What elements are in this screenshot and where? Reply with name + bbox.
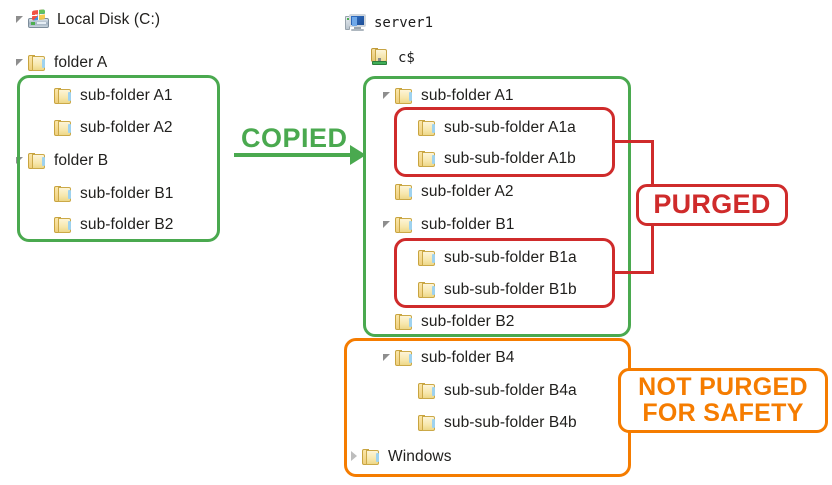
annotation-purged: PURGED <box>636 184 788 226</box>
tree-row-server1[interactable]: server1 <box>331 9 433 36</box>
folder-icon <box>28 54 47 72</box>
group-box-copied-source <box>17 75 220 242</box>
twisty-open-icon[interactable] <box>14 13 27 26</box>
tree-row-sub-folder-a2[interactable]: sub-folder A2 <box>40 114 173 141</box>
twisty-none-icon <box>356 51 369 64</box>
tree-label-r-sub-folder-a2: sub-folder A2 <box>421 182 514 200</box>
tree-row-r-windows[interactable]: Windows <box>348 443 452 470</box>
tree-row-folder-a[interactable]: folder A <box>14 49 107 76</box>
purged-connector-b1-vertical <box>651 224 654 274</box>
tree-label-r-sub-folder-b1: sub-folder B1 <box>421 215 515 233</box>
folder-icon <box>418 414 437 432</box>
tree-row-sub-folder-b1[interactable]: sub-folder B1 <box>40 180 174 207</box>
folder-icon <box>418 382 437 400</box>
tree-label-r-sub-sub-folder-b4b: sub-sub-folder B4b <box>444 413 577 431</box>
tree-label-sub-folder-b1: sub-folder B1 <box>80 184 174 202</box>
folder-icon <box>395 349 414 367</box>
tree-row-r-sub-folder-b1[interactable]: sub-folder B1 <box>381 211 515 238</box>
tree-row-r-sub-folder-a2[interactable]: sub-folder A2 <box>381 178 514 205</box>
copied-arrow-head-icon <box>350 145 366 165</box>
folder-icon <box>418 119 437 137</box>
folder-icon <box>28 152 47 170</box>
tree-row-r-sub-folder-b2[interactable]: sub-folder B2 <box>381 308 515 335</box>
tree-row-r-sub-folder-a1[interactable]: sub-folder A1 <box>381 82 514 109</box>
twisty-open-icon[interactable] <box>381 351 394 364</box>
group-box-not-purged <box>344 338 631 477</box>
purged-connector-a1-vertical <box>651 140 654 190</box>
tree-label-r-sub-sub-folder-a1a: sub-sub-folder A1a <box>444 118 576 136</box>
tree-label-r-sub-sub-folder-b1b: sub-sub-folder B1b <box>444 280 577 298</box>
tree-row-r-sub-sub-folder-a1a[interactable]: sub-sub-folder A1a <box>404 114 576 141</box>
tree-label-folder-b: folder B <box>54 151 109 169</box>
folder-icon <box>395 313 414 331</box>
folder-icon <box>418 249 437 267</box>
shared-folder-icon <box>370 47 391 68</box>
annotation-not-purged: NOT PURGED FOR SAFETY <box>618 368 828 433</box>
annotation-copied: COPIED <box>241 123 348 153</box>
tree-label-folder-a: folder A <box>54 53 108 71</box>
tree-row-r-sub-folder-b4[interactable]: sub-folder B4 <box>381 344 515 371</box>
tree-label-c-share: c$ <box>398 49 415 66</box>
tree-label-sub-folder-b2: sub-folder B2 <box>80 215 174 233</box>
tree-row-c-share[interactable]: c$ <box>356 44 415 71</box>
tree-label-r-sub-sub-folder-b1a: sub-sub-folder B1a <box>444 248 577 266</box>
folder-icon <box>418 150 437 168</box>
twisty-none-icon <box>331 16 344 29</box>
tree-label-r-windows: Windows <box>388 447 452 465</box>
purged-connector-b1-horizontal <box>612 271 654 274</box>
group-box-purged-a1 <box>394 107 615 177</box>
monitor-icon <box>345 13 367 32</box>
tree-label-r-sub-sub-folder-a1b: sub-sub-folder A1b <box>444 149 576 167</box>
tree-row-r-sub-sub-folder-b1b[interactable]: sub-sub-folder B1b <box>404 276 577 303</box>
tree-label-r-sub-sub-folder-b4a: sub-sub-folder B4a <box>444 381 577 399</box>
tree-row-r-sub-sub-folder-a1b[interactable]: sub-sub-folder A1b <box>404 145 576 172</box>
folder-icon <box>54 119 73 137</box>
folder-icon <box>54 185 73 203</box>
tree-label-local-disk: Local Disk (C:) <box>57 10 161 28</box>
folder-icon <box>362 448 381 466</box>
tree-label-server1: server1 <box>374 14 434 31</box>
tree-label-sub-folder-a1: sub-folder A1 <box>80 86 173 104</box>
purged-connector-a1-horizontal <box>612 140 654 143</box>
drive-icon <box>28 9 50 29</box>
tree-row-r-sub-sub-folder-b4b[interactable]: sub-sub-folder B4b <box>404 409 577 436</box>
twisty-open-icon[interactable] <box>14 56 27 69</box>
folder-icon <box>395 183 414 201</box>
folder-icon <box>54 216 73 234</box>
annotation-not-purged-line1: NOT PURGED <box>638 373 808 401</box>
tree-label-sub-folder-a2: sub-folder A2 <box>80 118 173 136</box>
tree-label-r-sub-folder-b2: sub-folder B2 <box>421 312 515 330</box>
folder-icon <box>395 87 414 105</box>
tree-row-r-sub-sub-folder-b4a[interactable]: sub-sub-folder B4a <box>404 377 577 404</box>
group-box-copied-destination <box>363 76 631 337</box>
tree-label-r-sub-folder-a1: sub-folder A1 <box>421 86 514 104</box>
twisty-closed-icon[interactable] <box>348 450 361 463</box>
folder-icon <box>395 216 414 234</box>
twisty-open-icon[interactable] <box>381 89 394 102</box>
tree-row-sub-folder-b2[interactable]: sub-folder B2 <box>40 211 174 238</box>
tree-row-r-sub-sub-folder-b1a[interactable]: sub-sub-folder B1a <box>404 244 577 271</box>
twisty-open-icon[interactable] <box>381 218 394 231</box>
copied-arrow-shaft <box>234 153 356 157</box>
tree-row-local-disk[interactable]: Local Disk (C:) <box>14 6 160 33</box>
tree-row-sub-folder-a1[interactable]: sub-folder A1 <box>40 82 173 109</box>
folder-icon <box>54 87 73 105</box>
folder-icon <box>418 281 437 299</box>
annotation-not-purged-line2: FOR SAFETY <box>642 398 804 427</box>
tree-label-r-sub-folder-b4: sub-folder B4 <box>421 348 515 366</box>
group-box-purged-b1 <box>394 238 615 308</box>
